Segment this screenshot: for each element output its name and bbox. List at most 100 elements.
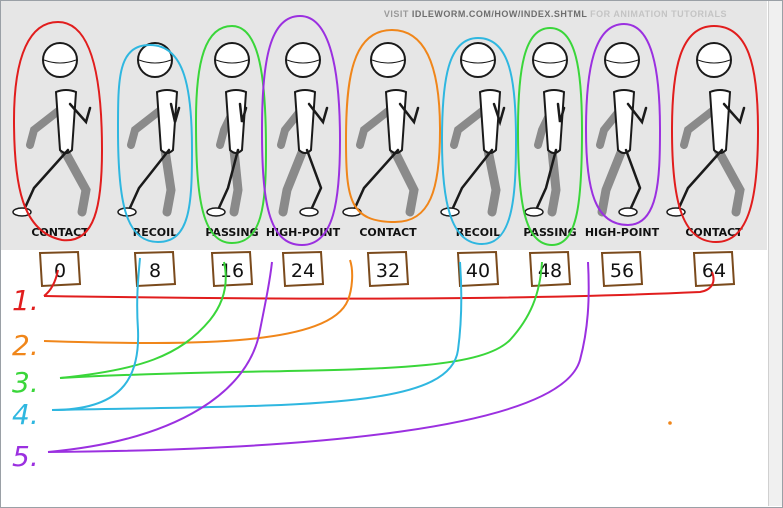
- credit-site: IDLEWORM.COM/HOW/INDEX.SHTML: [411, 9, 588, 19]
- frame-number: 64: [702, 260, 726, 282]
- sequence-row: 1.: [12, 269, 715, 317]
- pose-label: HIGH-POINT: [585, 226, 660, 239]
- sequence-number: 3.: [12, 366, 39, 399]
- back-leg: [160, 145, 176, 217]
- front-leg: [352, 148, 400, 212]
- frame-number: 24: [291, 260, 315, 282]
- sequence-row: 3.: [12, 261, 543, 399]
- pose-outline: [670, 24, 760, 244]
- back-leg: [713, 145, 745, 217]
- front-arm: [169, 102, 181, 123]
- pose-outline: [344, 28, 442, 224]
- head: [214, 42, 250, 78]
- front-leg: [676, 148, 724, 212]
- pose-label: CONTACT: [31, 226, 89, 239]
- pose-outline: [440, 36, 518, 246]
- front-leg: [22, 148, 70, 212]
- pose-outline: [584, 22, 662, 227]
- head-line: [461, 59, 495, 64]
- head-line: [697, 59, 731, 64]
- sequence-curve: [47, 261, 590, 453]
- sequence-curve: [47, 261, 273, 453]
- sequence-number: 5.: [12, 440, 39, 473]
- stick-figure-icon: [524, 42, 568, 217]
- pose-group: HIGH-POINT 56: [584, 22, 662, 288]
- stick-figure-icon: [12, 42, 92, 217]
- back-arm: [356, 101, 400, 149]
- front-arm: [556, 102, 566, 123]
- head: [696, 42, 732, 78]
- frame-box: [692, 250, 736, 288]
- credit-text: VISIT IDLEWORM.COM/HOW/INDEX.SHTML FOR A…: [384, 9, 727, 19]
- head-line: [43, 59, 77, 64]
- front-arm: [307, 102, 329, 125]
- front-arm: [398, 102, 420, 125]
- sequence-row: 5.: [12, 261, 590, 473]
- pose-outline: [116, 43, 194, 244]
- sequence-row: 4.: [12, 257, 463, 431]
- front-leg: [127, 148, 171, 212]
- head-line: [286, 59, 320, 64]
- credit-bar: VISIT IDLEWORM.COM/HOW/INDEX.SHTML FOR A…: [0, 0, 767, 22]
- stick-figure-icon: [596, 42, 648, 217]
- head-line: [371, 59, 405, 64]
- sequence-number: 2.: [12, 329, 39, 362]
- credit-prefix: VISIT: [383, 9, 412, 19]
- pose-label: PASSING: [205, 226, 258, 239]
- head-line: [605, 59, 639, 64]
- head: [137, 42, 173, 78]
- stick-figure-icon: [117, 42, 181, 217]
- stick-figure-icon: [440, 42, 506, 217]
- foot: [618, 207, 638, 217]
- vertical-scrollbar[interactable]: [768, 0, 783, 506]
- front-arm: [626, 102, 648, 125]
- front-leg: [305, 148, 323, 212]
- pose-label: RECOIL: [456, 226, 501, 239]
- sequence-number: 4.: [12, 398, 39, 431]
- back-arm: [127, 101, 171, 149]
- pose-outline: [516, 26, 584, 247]
- frame-box: [38, 250, 82, 288]
- frame-box: [528, 250, 572, 288]
- head: [460, 42, 496, 78]
- foot: [299, 207, 319, 217]
- sequence-curve: [51, 261, 463, 411]
- back-arm: [26, 101, 70, 149]
- back-arm: [680, 101, 724, 149]
- credit-suffix: FOR ANIMATION TUTORIALS: [587, 9, 727, 19]
- front-leg: [534, 148, 558, 212]
- frame-box: [366, 250, 410, 288]
- foot: [206, 207, 226, 217]
- pose-label: PASSING: [523, 226, 576, 239]
- front-arm: [492, 102, 506, 127]
- head: [285, 42, 321, 78]
- head-line: [215, 59, 249, 64]
- head: [532, 42, 568, 78]
- frame-box: [600, 250, 644, 288]
- stick-figure-icon: [342, 42, 420, 217]
- head: [42, 42, 78, 78]
- front-arm: [68, 102, 92, 125]
- front-leg: [216, 148, 240, 212]
- back-leg: [483, 145, 501, 217]
- frame-box: [210, 250, 254, 288]
- front-arm: [722, 102, 746, 125]
- sequence-curve: [43, 271, 715, 300]
- sequence-number: 1.: [12, 284, 39, 317]
- sequence-curve: [43, 269, 59, 297]
- front-leg: [624, 148, 642, 212]
- back-leg: [59, 145, 91, 217]
- frame-number: 56: [610, 260, 634, 282]
- pose-label: CONTACT: [359, 226, 417, 239]
- head-line: [138, 59, 172, 64]
- head: [604, 42, 640, 78]
- sequence-curve: [43, 259, 354, 345]
- frame-box: [281, 250, 325, 288]
